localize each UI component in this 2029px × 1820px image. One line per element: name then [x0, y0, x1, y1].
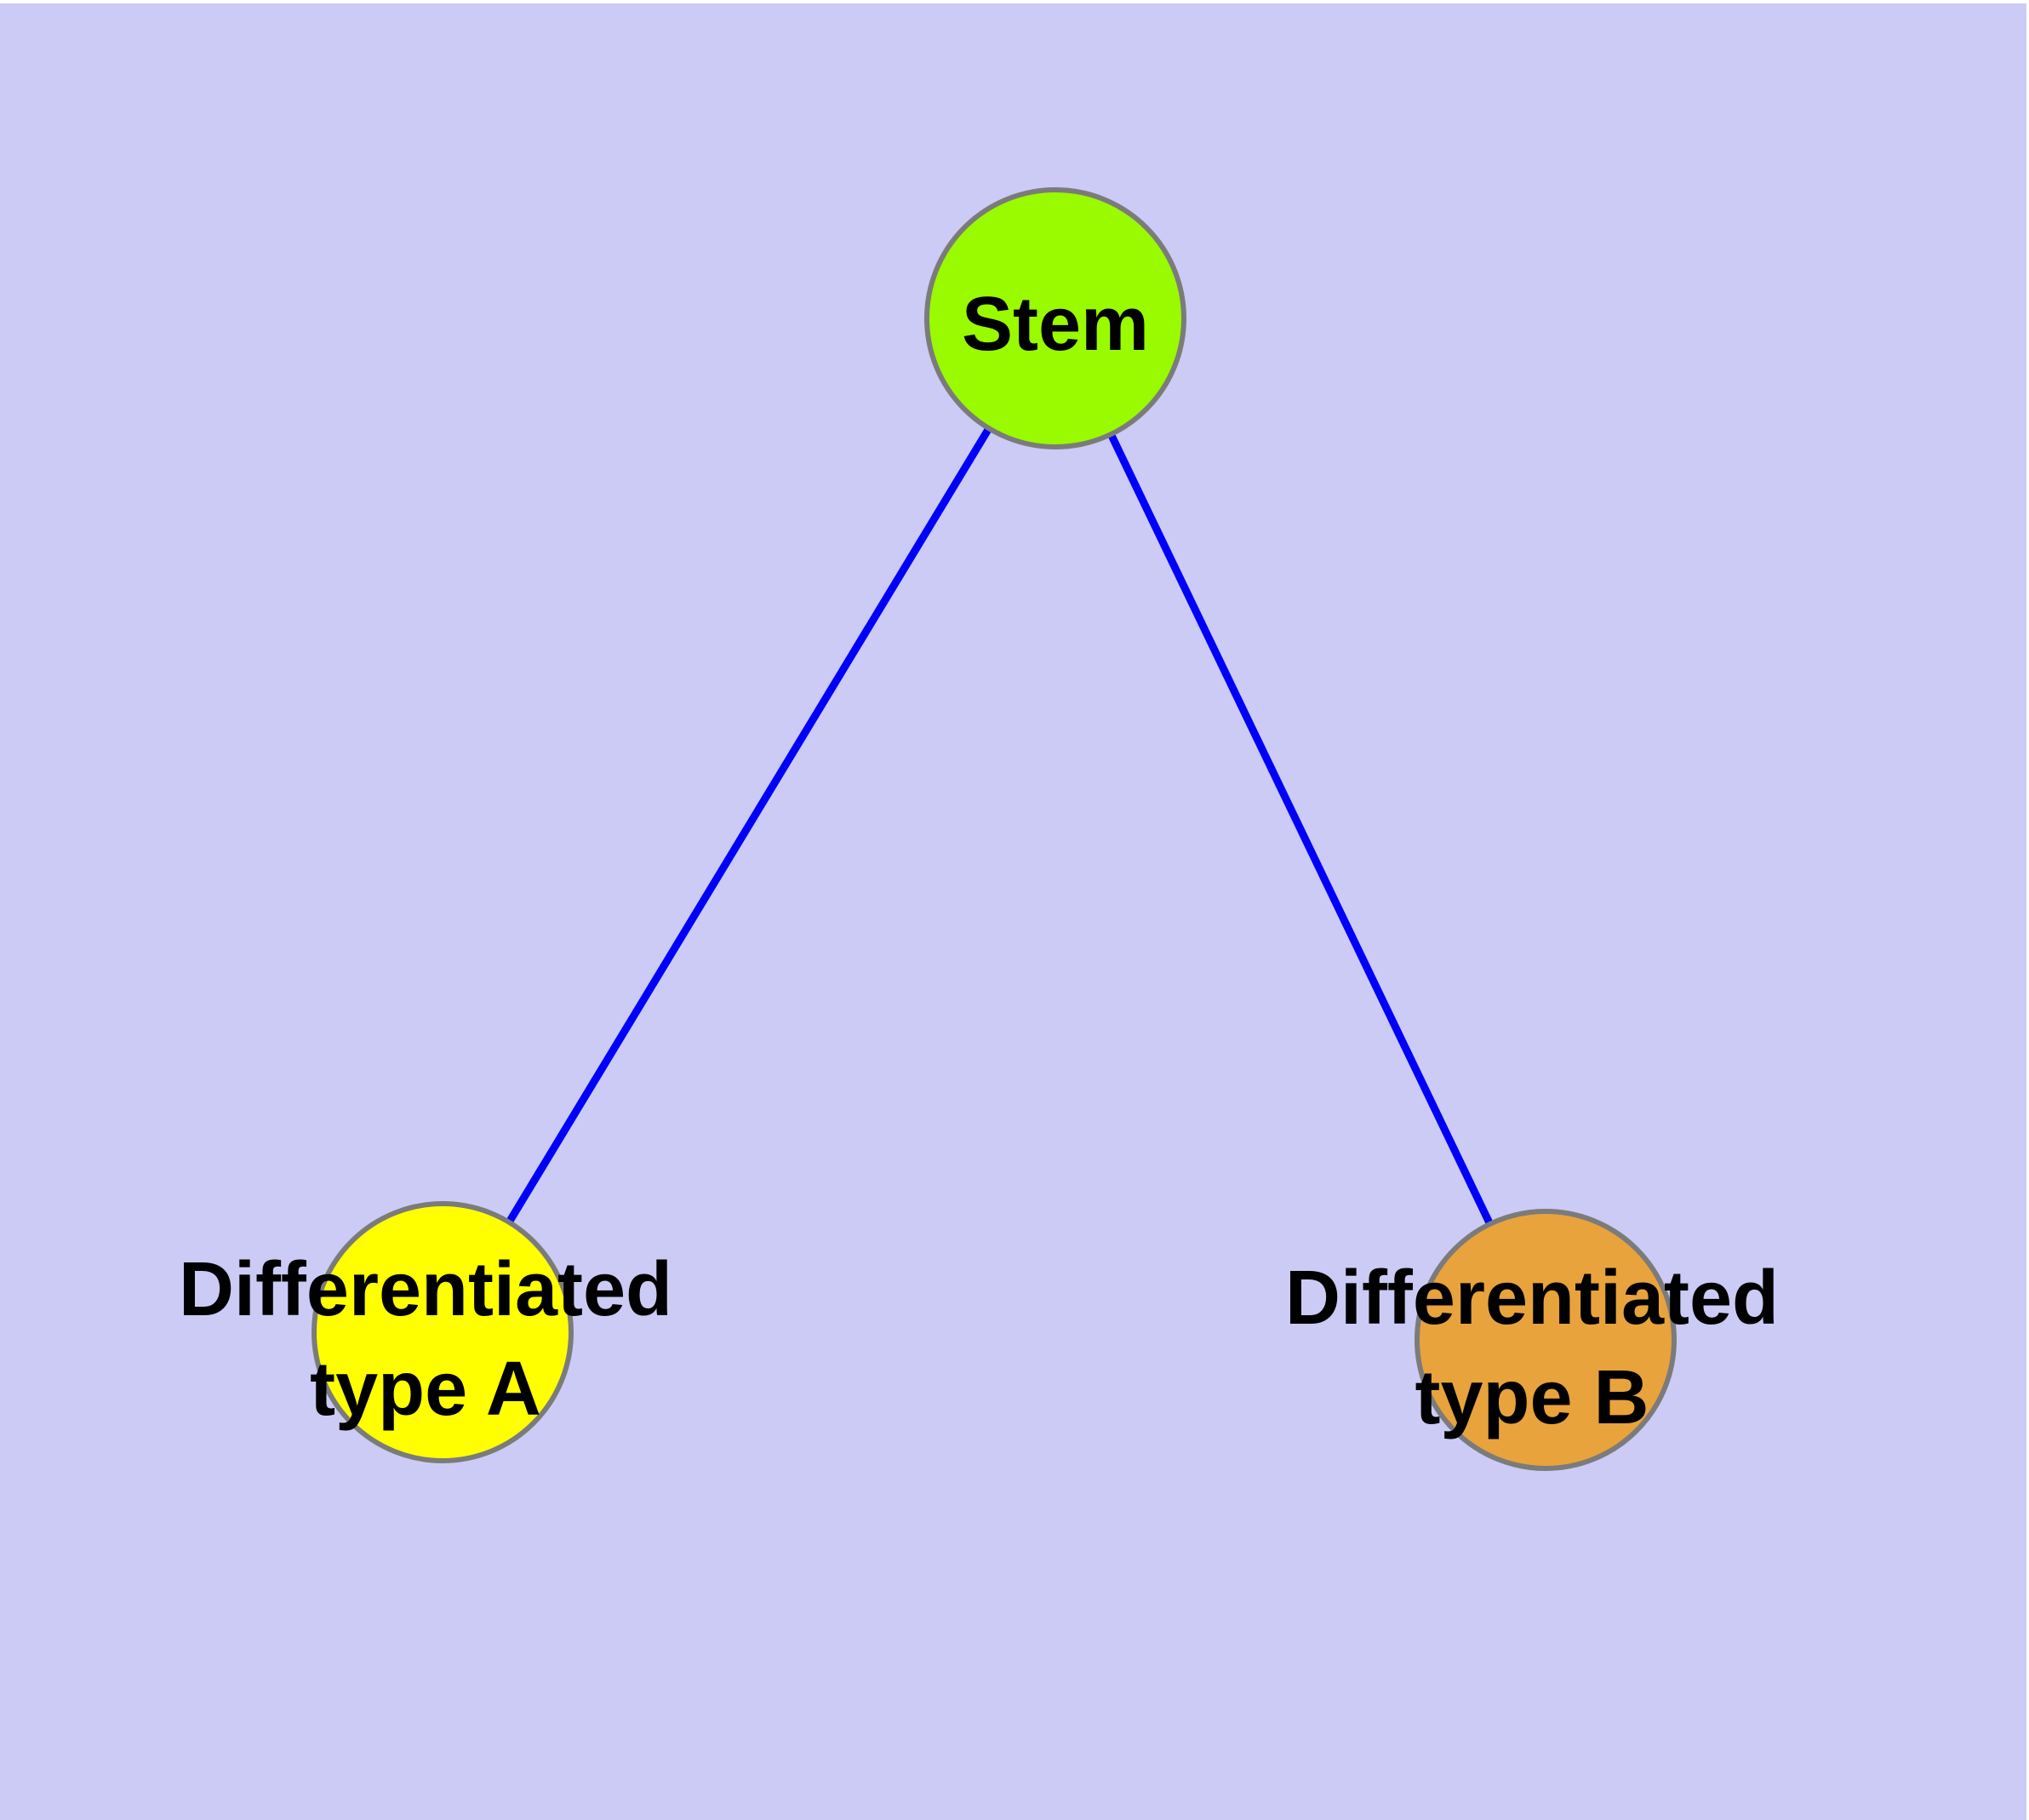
type-b-label-line1: Differentiated [1285, 1256, 1779, 1341]
stem-node-label: Stem [962, 282, 1149, 367]
stem-node [924, 187, 1186, 449]
differentiated-type-a-node [311, 1201, 574, 1463]
edge-stem-to-type-a [439, 316, 1059, 1335]
edge-stem-to-type-b [1051, 317, 1550, 1342]
type-b-label-line2: type B [1415, 1355, 1649, 1440]
differentiated-type-b-node [1415, 1209, 1677, 1471]
type-a-label-line2: type A [310, 1347, 541, 1432]
type-a-label-line1: Differentiated [179, 1247, 672, 1332]
